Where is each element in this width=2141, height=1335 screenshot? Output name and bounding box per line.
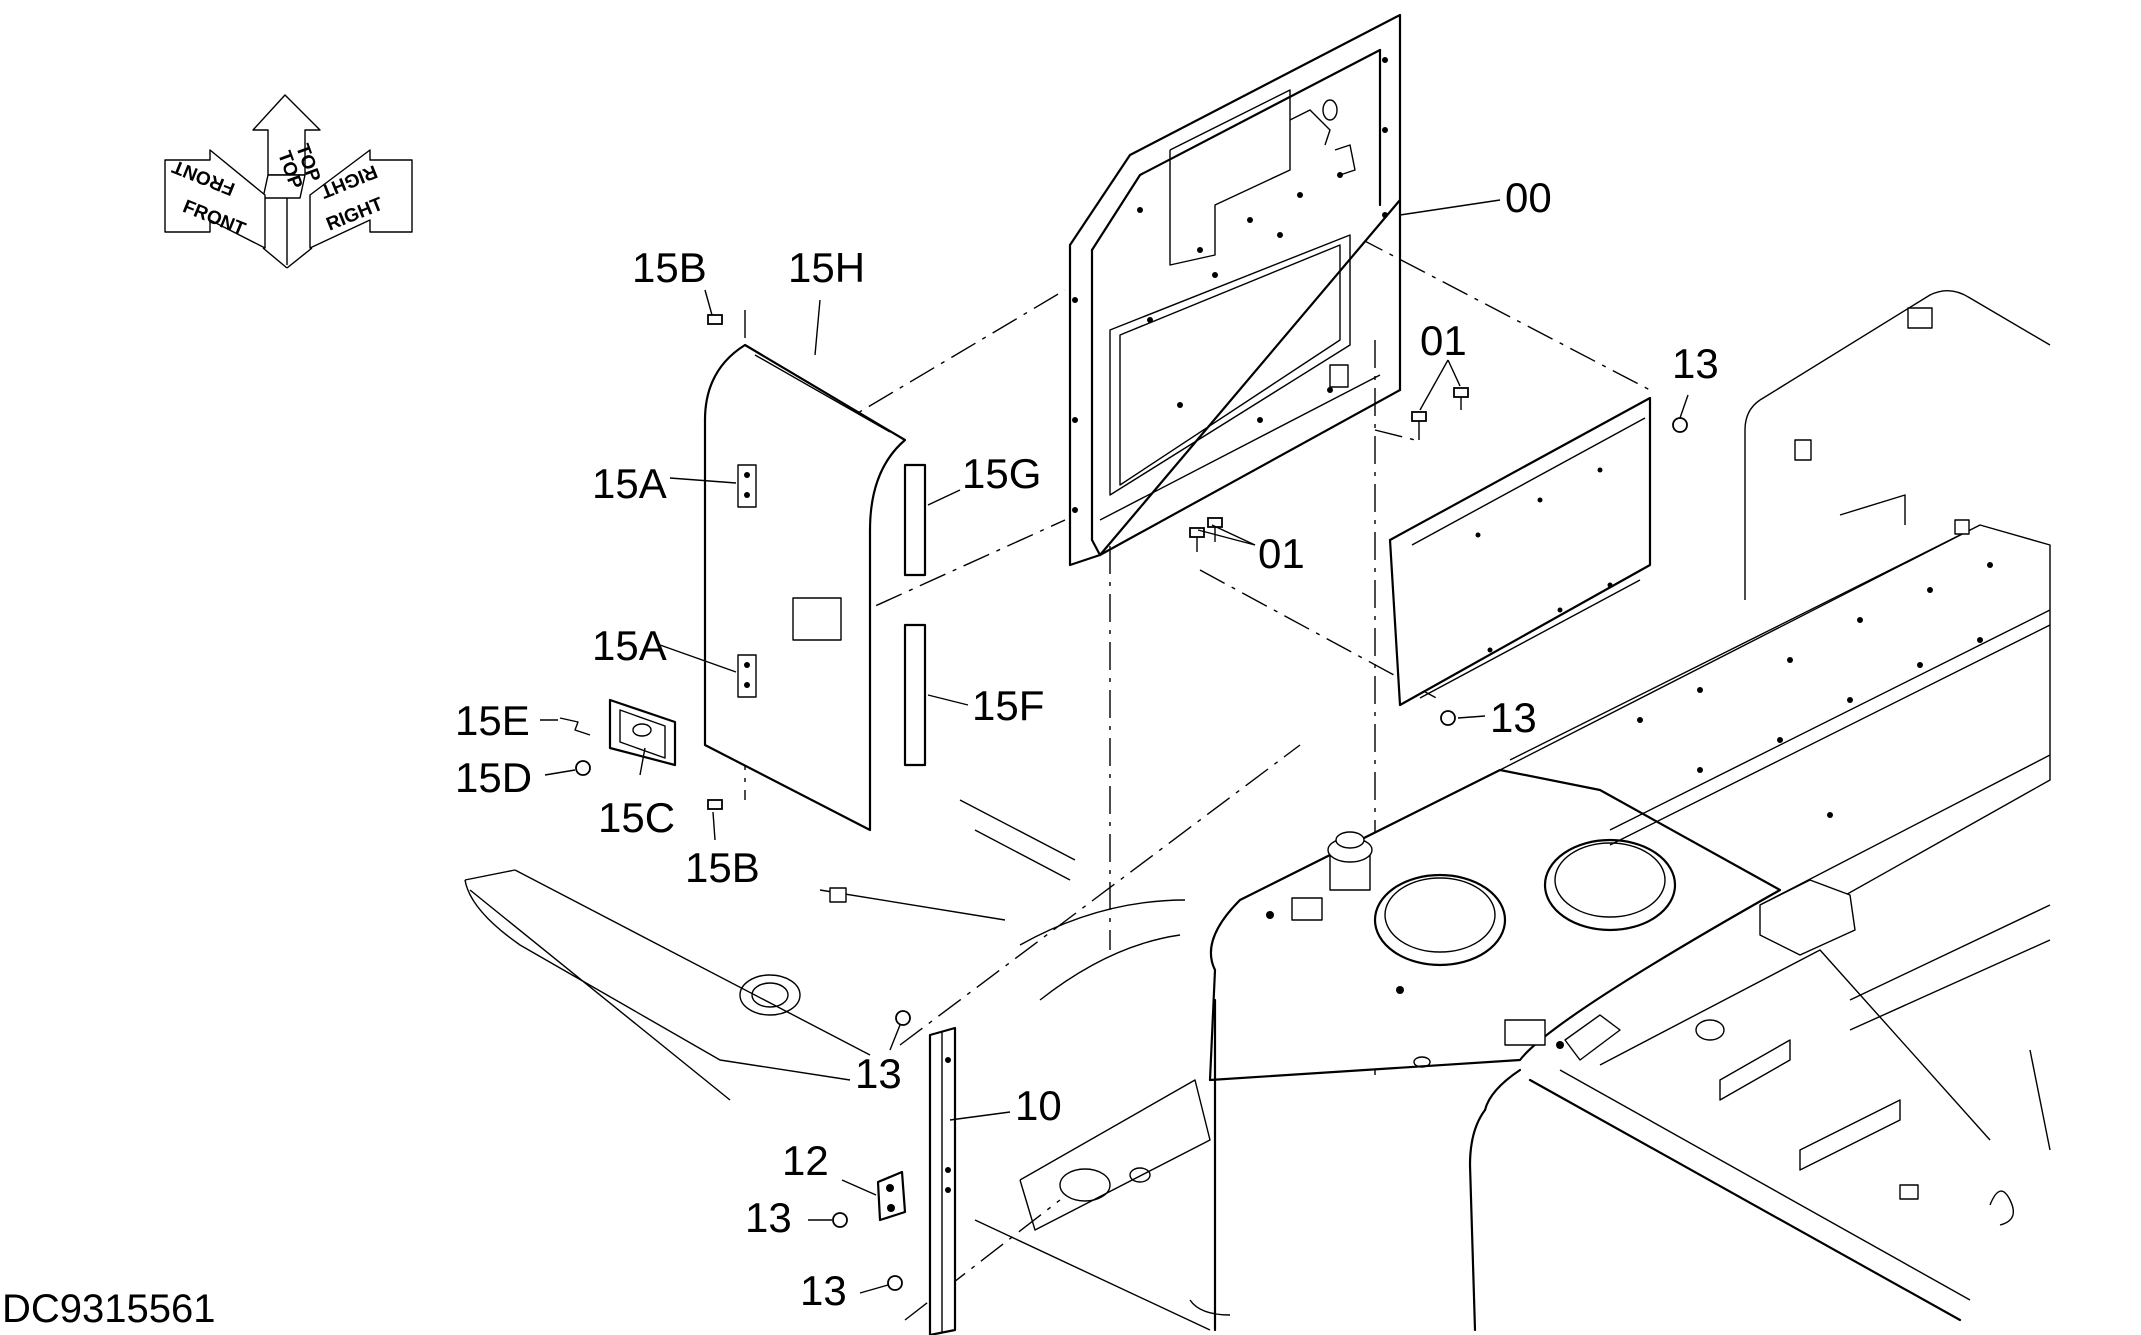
part-13-bolt-panel: [1440, 710, 1456, 726]
front-arrow: [164, 149, 266, 249]
deck-holes: [1637, 562, 1993, 818]
side-cover-plate: [1388, 396, 1652, 707]
part-01-bolts-upper: [1411, 387, 1469, 440]
label-13-bottom: 13: [800, 1267, 847, 1314]
part-13-bolt-pillar: [895, 1010, 911, 1026]
part-labels: 00 01 01 13 13 15B 15H 15A 15G 15A 15F 1…: [455, 174, 1719, 1314]
part-15b-screw-bottom: [707, 799, 723, 810]
part-15g-strip: [903, 463, 927, 577]
part-00-frame-panel: [1068, 13, 1402, 567]
label-15b-top: 15B: [632, 244, 707, 291]
part-10-pillar: [928, 1026, 957, 1335]
base-frame-lower-left: [464, 799, 1186, 1101]
leader-lines: [540, 199, 1689, 1294]
label-10: 10: [1015, 1082, 1062, 1129]
part-15e-clip: [559, 717, 591, 736]
part-13-bolt-bottom: [887, 1275, 903, 1291]
label-15a-upper: 15A: [592, 460, 667, 507]
part-13-bolt-top-right: [1672, 417, 1688, 433]
label-15a-lower: 15A: [592, 622, 667, 669]
panel-holes: [1072, 57, 1388, 513]
label-15e: 15E: [455, 697, 530, 744]
part-12-bracket: [876, 1170, 907, 1222]
right-arrow: [309, 149, 413, 249]
label-01-lower: 01: [1258, 530, 1305, 577]
main-deck: [1499, 524, 2051, 916]
label-15f: 15F: [972, 682, 1044, 729]
fuel-tank-body: [1208, 768, 1782, 1332]
drawing-code: DC9315561: [2, 1287, 216, 1331]
base-frame-lower-center: [974, 1079, 1231, 1331]
part-15c-handle: [608, 698, 677, 767]
label-01-upper: 01: [1420, 317, 1467, 364]
part-15d-nut: [575, 760, 591, 776]
part-15b-screw-top: [707, 314, 723, 325]
label-12: 12: [782, 1137, 829, 1184]
label-13-pillar: 13: [855, 1050, 902, 1097]
label-15c: 15C: [598, 794, 675, 841]
engine-cover-right: [1744, 290, 2051, 600]
label-13-top-right: 13: [1672, 340, 1719, 387]
label-15d: 15D: [455, 754, 532, 801]
label-15h: 15H: [788, 244, 865, 291]
part-15f-strip: [903, 623, 927, 767]
label-00: 00: [1505, 174, 1552, 221]
part-13-bolt-bracket: [832, 1212, 848, 1228]
label-15g: 15G: [962, 450, 1041, 497]
part-15a-clip-lower: [737, 654, 757, 698]
orientation-indicator: FRONT FRONT TOP TOP RIGHT RIGHT: [164, 94, 413, 269]
label-13-panel: 13: [1490, 694, 1537, 741]
label-13-bracket: 13: [745, 1194, 792, 1241]
label-15b-bottom: 15B: [685, 844, 760, 891]
part-15a-clip-upper: [737, 464, 757, 508]
rail-bracket-assembly: [1528, 879, 2051, 1322]
part-15h-cover: [703, 343, 907, 832]
